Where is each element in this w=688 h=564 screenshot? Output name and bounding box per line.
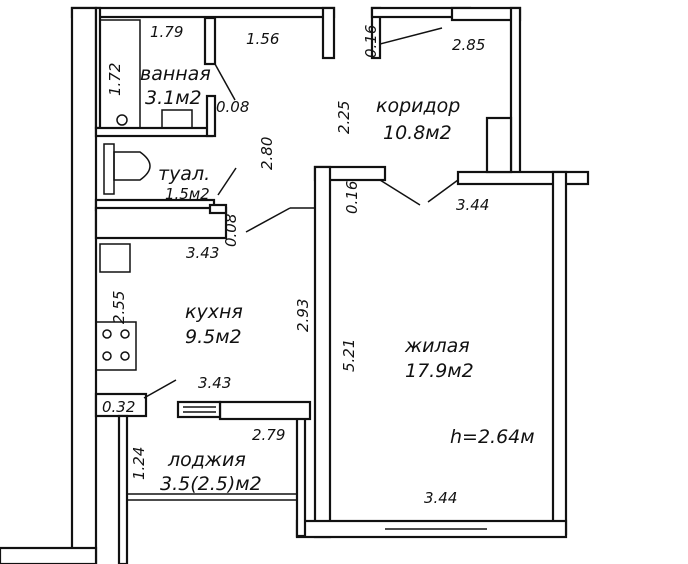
room-labels: ванная 3.1м2 коридор 10.8м2 туал. 1.5м2 …: [140, 63, 535, 495]
dimension-labels: 1.79 1.56 0.16 2.85 1.72 0.08 2.25 2.80 …: [102, 23, 489, 507]
walls: [0, 6, 590, 564]
dim-corridor-depth: 2.25: [335, 101, 353, 134]
dim-wall-016-top: 0.16: [362, 25, 380, 58]
room-name-corridor: коридор: [376, 95, 460, 117]
dim-loggia-depth: 1.24: [130, 447, 148, 480]
room-area-bathroom: 3.1м2: [145, 87, 202, 109]
dim-bath-width: 1.79: [150, 23, 183, 41]
dim-kitchen-height: 2.55: [110, 291, 128, 324]
dim-living-height: 5.21: [340, 339, 358, 372]
dim-toilet-wall: 0.08: [222, 214, 240, 247]
dim-corridor-right: 2.85: [452, 36, 485, 54]
dim-loggia-width: 2.79: [252, 426, 285, 444]
room-name-loggia: лоджия: [167, 449, 246, 471]
dim-corridor-length: 2.80: [258, 137, 276, 170]
dim-kitchen-right: 2.93: [294, 299, 312, 332]
room-area-corridor: 10.8м2: [383, 122, 452, 144]
room-area-kitchen: 9.5м2: [185, 326, 242, 348]
room-area-toilet: 1.5м2: [165, 185, 210, 203]
dim-living-top: 3.44: [456, 196, 489, 214]
dim-loggia-wall: 0.32: [102, 398, 135, 416]
room-name-kitchen: кухня: [185, 301, 243, 323]
ceiling-height: h=2.64м: [450, 426, 535, 448]
room-area-loggia: 3.5(2.5)м2: [160, 473, 262, 495]
room-name-living: жилая: [404, 335, 470, 357]
dim-bath-wall: 0.08: [216, 98, 249, 116]
fixtures: [95, 19, 487, 530]
room-area-living: 17.9м2: [405, 360, 474, 382]
dim-kitchen-top: 3.43: [186, 244, 219, 262]
dim-corridor-top: 1.56: [246, 30, 279, 48]
room-name-toilet: туал.: [158, 163, 210, 185]
dim-kitchen-bottom: 3.43: [198, 374, 231, 392]
doors: [143, 27, 459, 399]
dim-bath-height: 1.72: [106, 63, 124, 96]
room-name-bathroom: ванная: [140, 63, 211, 85]
dim-living-bottom: 3.44: [424, 489, 457, 507]
dim-wall-016-mid: 0.16: [343, 181, 361, 214]
